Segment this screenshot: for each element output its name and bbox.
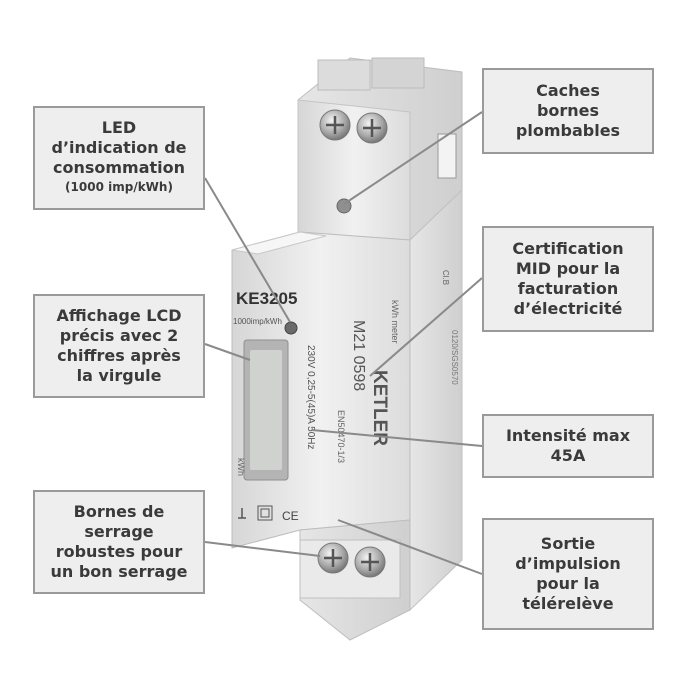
callout-caches-line3: plombables xyxy=(515,121,621,140)
id-code-label: 0120/SGS0570 xyxy=(450,330,459,385)
callout-lcd-line4: la virgule xyxy=(76,366,162,385)
callout-caches: Caches bornes plombables xyxy=(482,68,654,154)
callout-intensite-line2: 45A xyxy=(550,446,586,465)
leader-lines xyxy=(204,111,483,575)
callout-bornes: Bornes de serrage robustes pour un bon s… xyxy=(33,490,205,594)
callout-sortie-line2: d’impulsion xyxy=(515,554,621,573)
callout-caches-line1: Caches xyxy=(536,81,600,100)
led-icon xyxy=(284,321,298,335)
unit-label: kWh xyxy=(236,458,246,476)
spec-line: 230V 0,25-5(45)A 50Hz xyxy=(305,345,316,450)
brand-label: KETLER xyxy=(369,370,390,446)
ce-mark: CE xyxy=(282,509,299,523)
callout-mid-line3: facturation xyxy=(517,279,619,298)
upper-terminal-block xyxy=(297,57,463,241)
callout-led: LED d’indication de consommation (1000 i… xyxy=(33,106,205,210)
callout-sortie-line1: Sortie xyxy=(540,534,596,553)
callout-led-line1: LED xyxy=(101,118,137,138)
callout-led-line3: consommation xyxy=(52,158,186,178)
callout-mid-line1: Certification xyxy=(512,239,624,258)
callout-intensite-line1: Intensité max xyxy=(505,426,631,445)
callout-mid-line4: d’électricité xyxy=(513,299,623,318)
callout-lcd-line3: chiffres après xyxy=(57,346,181,365)
kwh-meter-label: kWh meter xyxy=(390,300,400,344)
meter-front-face: KE3205 1000imp/kWh kWh 230V 0,25-5(45)A … xyxy=(231,231,459,549)
callout-led-line2: d’indication de xyxy=(51,138,187,158)
serial-label: M21 0598 xyxy=(350,320,367,391)
callout-lcd: Affichage LCD précis avec 2 chiffres apr… xyxy=(33,294,205,398)
model-label: KE3205 xyxy=(236,289,297,308)
earth-icon xyxy=(238,508,246,519)
callout-bornes-line1: Bornes de xyxy=(73,502,165,521)
callout-intensite: Intensité max 45A xyxy=(482,414,654,478)
callout-caches-line2: bornes xyxy=(536,101,600,120)
double-insulation-icon xyxy=(257,505,273,521)
callout-led-line4: (1000 imp/kWh) xyxy=(65,180,173,195)
callout-bornes-line3: robustes pour xyxy=(55,542,183,561)
lower-terminal-block xyxy=(299,519,411,641)
class-label: Cl.B xyxy=(441,270,450,285)
callout-sortie: Sortie d’impulsion pour la télérelève xyxy=(482,518,654,630)
callout-bornes-line2: serrage xyxy=(84,522,154,541)
standard-label: EN50470-1/3 xyxy=(336,410,346,463)
callout-sortie-line4: télérelève xyxy=(522,594,614,613)
callout-lcd-line2: précis avec 2 xyxy=(59,326,179,345)
callout-mid: Certification MID pour la facturation d’… xyxy=(482,226,654,332)
callout-sortie-line3: pour la xyxy=(536,574,600,593)
callout-lcd-line1: Affichage LCD xyxy=(56,306,182,325)
callout-bornes-line4: un bon serrage xyxy=(50,562,188,581)
led-rate-label: 1000imp/kWh xyxy=(233,317,282,326)
callout-mid-line2: MID pour la xyxy=(515,259,621,278)
